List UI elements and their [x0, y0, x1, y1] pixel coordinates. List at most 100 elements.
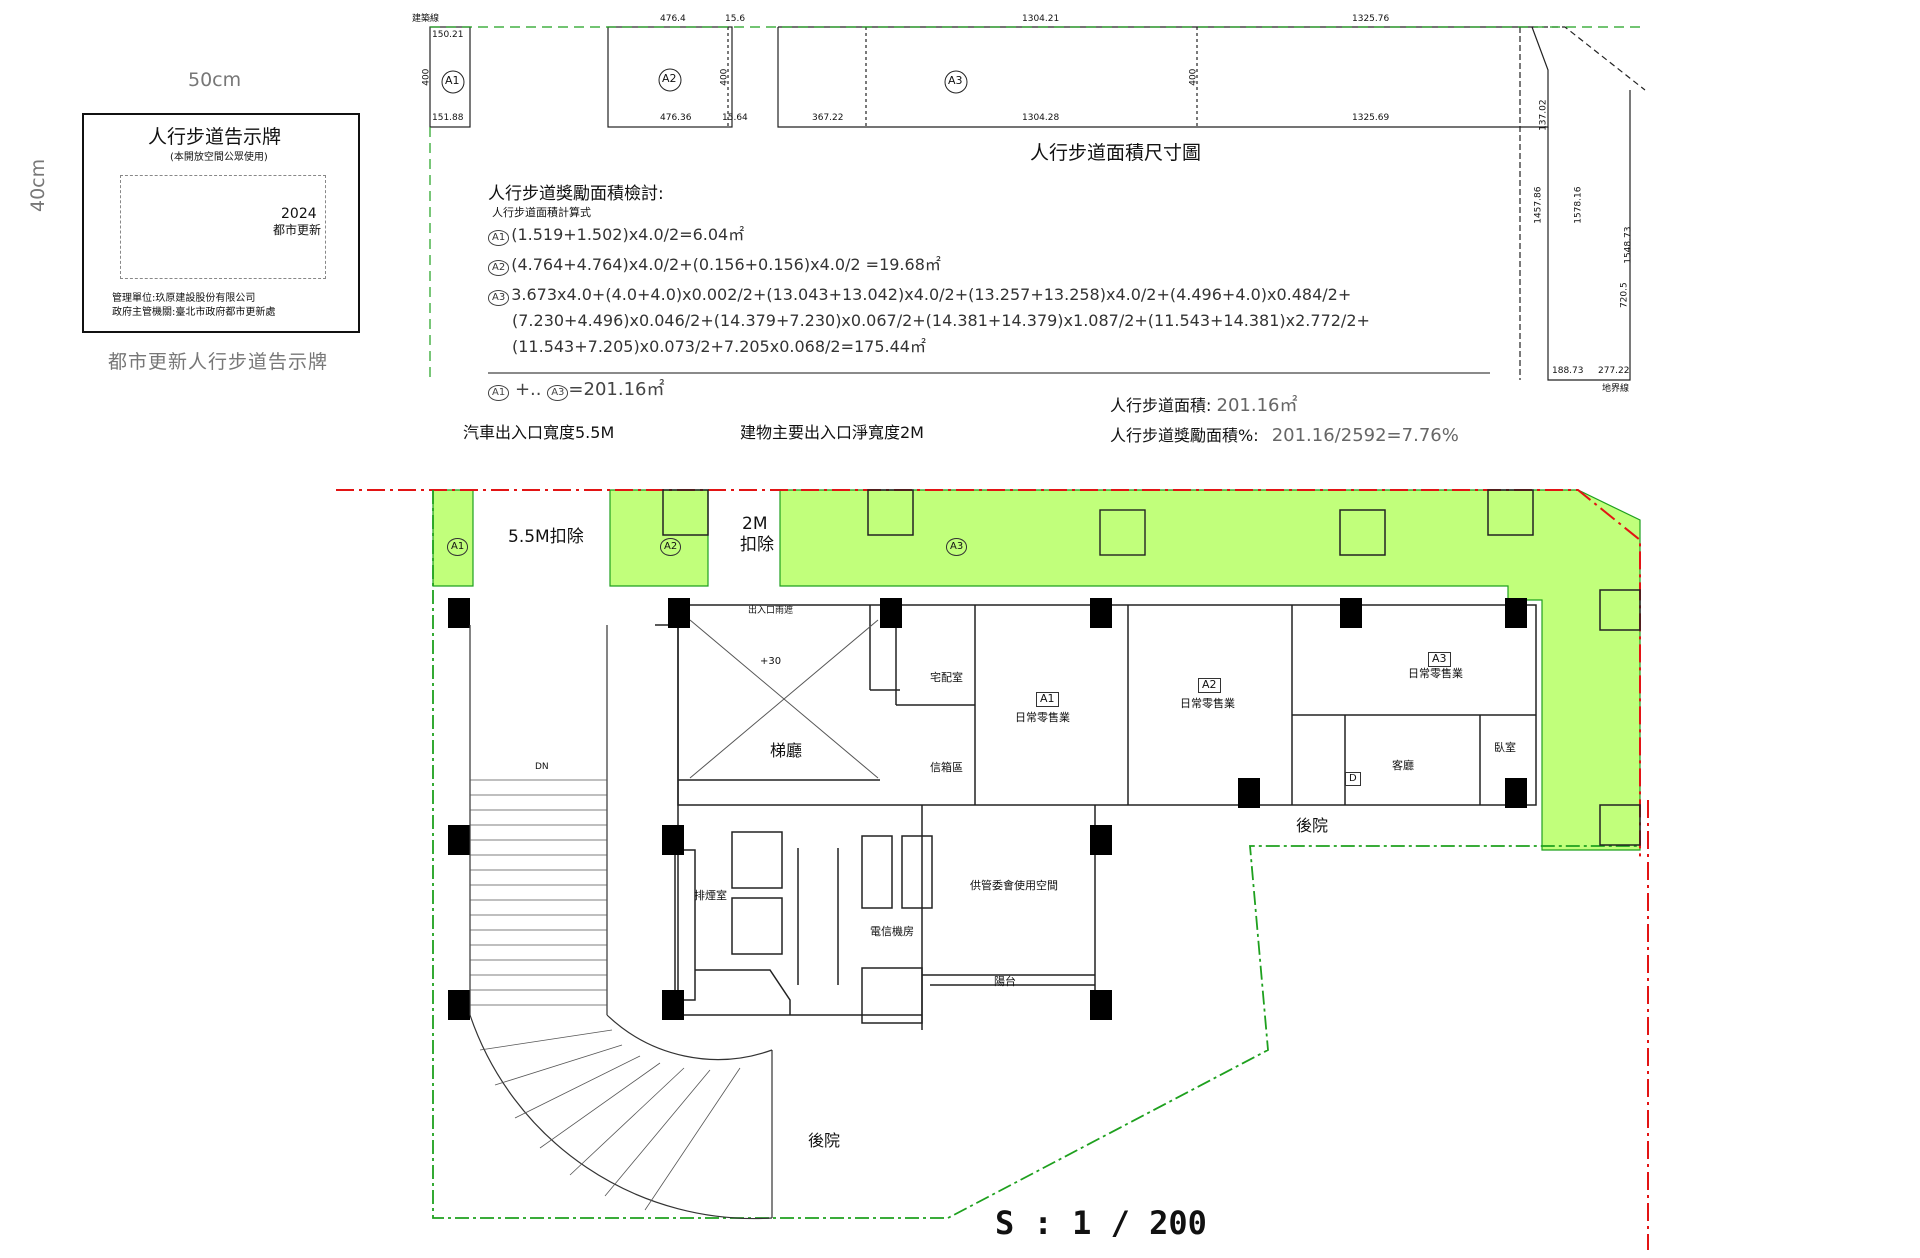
room-smoke: 排煙室 — [694, 889, 727, 902]
room-backyard-right: 後院 — [1296, 816, 1329, 835]
room-bedroom: 臥室 — [1494, 741, 1516, 754]
sign-subtitle: (本開放空間公眾使用) — [170, 152, 268, 163]
note-car-entrance: 汽車出入口寬度5.5M — [463, 423, 615, 442]
room-shop-a1-tag: A1 — [1036, 692, 1059, 707]
structural-columns — [448, 598, 1527, 1020]
calc-tag-a1: A1 — [488, 230, 510, 246]
dim-top-2: 15.6 — [725, 14, 746, 24]
dim-top-5: 150.21 — [432, 30, 464, 40]
dim-side-5: 1578.16 — [1573, 186, 1584, 224]
lobby-x-marks — [689, 619, 879, 779]
entrance-canopy-note: 出入口雨遮 — [748, 606, 794, 616]
sign-authority: 政府主管機關:臺北市政府都市更新處 — [112, 307, 276, 318]
summary-ratio-label: 人行步道獎勵面積%: — [1110, 426, 1259, 445]
sign-year: 2024 — [281, 206, 317, 222]
fp-tag-a1: A1 — [447, 538, 469, 556]
deduct-55m: 5.5M扣除 — [508, 527, 584, 547]
boundary-label-building: 建築線 — [412, 14, 440, 24]
level-mark: +30 — [760, 656, 782, 667]
calc-line-a1: A1(1.519+1.502)x4.0/2=6.04㎡ — [488, 225, 745, 246]
dim-side-6: 1548.73 — [1623, 226, 1634, 264]
deduct-2m-line2: 扣除 — [740, 535, 774, 555]
dim-side-3: 400 — [1188, 68, 1199, 86]
car-ramp — [469, 625, 773, 1220]
dim-top-3: 1304.21 — [1022, 14, 1060, 24]
calc-line-a3-cont-1: (7.230+4.496)x0.046/2+(14.379+7.230)x0.0… — [512, 311, 1370, 330]
room-balcony: 陽台 — [994, 975, 1016, 988]
calc-formula-label: 人行步道面積計算式 — [492, 206, 591, 219]
calc-tag-a3: A3 — [488, 290, 510, 306]
room-backyard-bottom: 後院 — [808, 1131, 841, 1150]
pedestrian-sign-panel: 人行步道告示牌 (本開放空間公眾使用) 2024 都市更新 管理單位:玖原建設股… — [82, 113, 360, 333]
boundary-label-lot: 地界線 — [1602, 384, 1630, 394]
calc-line-a2: A2(4.764+4.764)x4.0/2+(0.156+0.156)x4.0/… — [488, 255, 941, 276]
room-living: 客廳 — [1392, 759, 1414, 772]
ramp-steps — [470, 779, 741, 1211]
room-shop-a2-tag: A2 — [1198, 678, 1221, 693]
sign-manager: 管理單位:玖原建設股份有限公司 — [112, 293, 256, 304]
fp-tag-a3: A3 — [946, 538, 968, 556]
sum-mid: +.. — [514, 379, 542, 400]
dimension-plan-title: 人行步道面積尺寸圖 — [1030, 142, 1202, 164]
sign-width-label: 50cm — [188, 69, 242, 91]
sign-inner-frame: 2024 都市更新 — [120, 175, 326, 279]
dim-top-1: 476.4 — [660, 14, 686, 24]
calc-text-a1: (1.519+1.502)x4.0/2=6.04㎡ — [511, 225, 745, 244]
calc-text-a3: 3.673x4.0+(4.0+4.0)x0.002/2+(13.043+13.0… — [511, 285, 1352, 304]
dim-side-2: 400 — [719, 68, 730, 86]
calc-line-a3-cont-2: (11.543+7.205)x0.073/2+7.205x0.068/2=175… — [512, 337, 926, 356]
calc-sum: A1 +.. A3=201.16㎡ — [488, 379, 665, 401]
dim-side-7: 720.5 — [1619, 282, 1630, 309]
room-shop-a3-tag: A3 — [1428, 652, 1451, 667]
area-tag-a2-top: A2 — [662, 72, 677, 85]
dim-bottom-6: 1325.69 — [1352, 113, 1390, 123]
area-tag-circles — [441, 68, 968, 94]
room-shop-a2: 日常零售業 — [1180, 697, 1235, 710]
building-line-red — [336, 489, 1649, 1250]
sign-title: 人行步道告示牌 — [148, 126, 282, 148]
area-tag-a3-top: A3 — [948, 74, 963, 87]
room-shop-a1: 日常零售業 — [1015, 711, 1070, 724]
dim-bottom-7: 188.73 — [1552, 366, 1584, 376]
dim-bottom-4: 367.22 — [812, 113, 844, 123]
ramp-dn-label: DN — [535, 762, 549, 772]
room-shop-a3: 日常零售業 — [1408, 667, 1463, 680]
calc-heading: 人行步道獎勵面積檢討: — [488, 184, 664, 204]
dim-bottom-3: 15.64 — [722, 113, 748, 123]
summary-area: 人行步道面積: 201.16㎡ — [1110, 395, 1298, 417]
note-main-entrance: 建物主要出入口淨寬度2M — [740, 423, 924, 442]
summary-ratio: 人行步道獎勵面積%: 201.16/2592=7.76% — [1110, 425, 1459, 447]
calc-text-a2: (4.764+4.764)x4.0/2+(0.156+0.156)x4.0/2 … — [511, 255, 941, 274]
unit-d-tag: D — [1345, 772, 1361, 786]
sum-tag-start: A1 — [488, 385, 510, 401]
area-tag-a1-top: A1 — [445, 74, 460, 87]
dim-side-4: 1457.86 — [1533, 186, 1544, 224]
dim-top-4: 1325.76 — [1352, 14, 1390, 24]
summary-area-value: 201.16㎡ — [1216, 395, 1298, 416]
drawing-scale: S : 1 / 200 — [995, 1204, 1207, 1242]
site-boundary-green — [432, 490, 1640, 1219]
dim-bottom-2: 476.36 — [660, 113, 692, 123]
dim-side-1: 400 — [421, 68, 432, 86]
room-delivery: 宅配室 — [930, 671, 963, 684]
fp-tag-a2: A2 — [660, 538, 682, 556]
dimension-plan-green-lines — [429, 26, 1640, 380]
sign-height-label: 40cm — [27, 158, 49, 212]
dim-side-8: 137.02 — [1538, 99, 1549, 131]
room-telecom: 電信機房 — [870, 925, 914, 938]
summary-area-label: 人行步道面積: — [1110, 396, 1212, 415]
sum-text: =201.16㎡ — [568, 379, 665, 400]
dim-bottom-8: 277.22 — [1598, 366, 1630, 376]
deduct-2m-line1: 2M — [742, 514, 768, 534]
sign-badge: 都市更新 — [273, 223, 322, 237]
dim-bottom-5: 1304.28 — [1022, 113, 1060, 123]
dim-bottom-1: 151.88 — [432, 113, 464, 123]
building-walls — [655, 489, 1641, 1030]
room-mailbox: 信箱區 — [930, 761, 963, 774]
room-lobby: 梯廳 — [770, 741, 803, 760]
sign-caption: 都市更新人行步道告示牌 — [108, 351, 329, 373]
sum-tag-end: A3 — [547, 385, 569, 401]
room-committee: 供管委會使用空間 — [970, 879, 1058, 892]
